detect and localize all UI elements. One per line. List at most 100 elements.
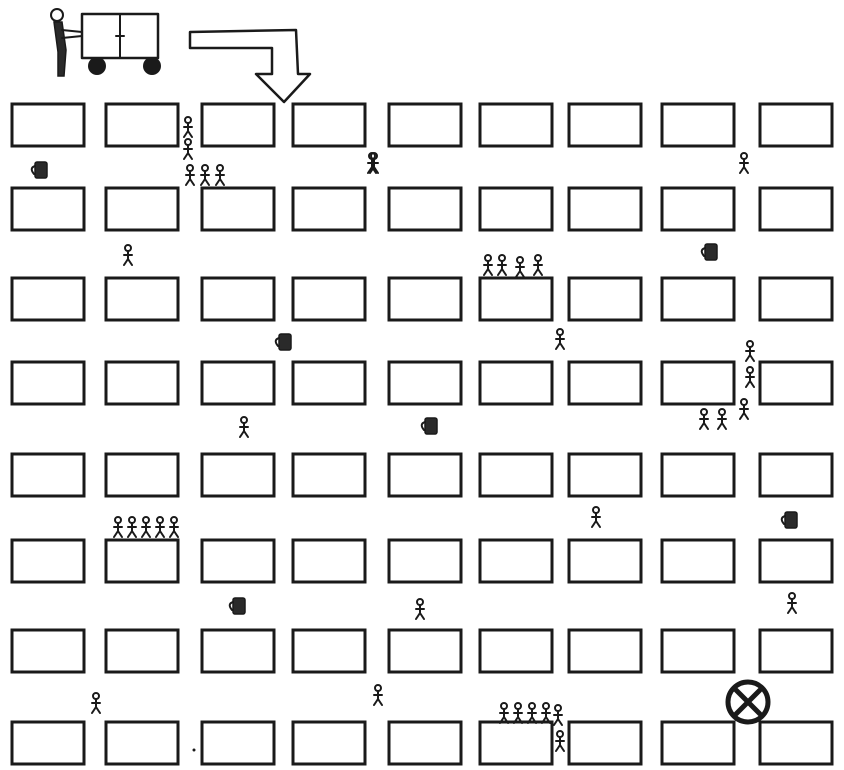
shelf-box [480,630,552,672]
shelf-box [202,630,274,672]
shelf-box [293,454,365,496]
shelf-box [12,362,84,404]
shelf-box [662,104,734,146]
shelf-box [12,630,84,672]
shelf-box [569,104,641,146]
shelf-box [389,722,461,764]
shelf-box [569,454,641,496]
shelf-box [760,362,832,404]
shelf-box [202,104,274,146]
shelf-box [202,454,274,496]
shelf-box [202,540,274,582]
shelf-box [389,454,461,496]
shelf-box [12,104,84,146]
shelf-box [293,362,365,404]
shelf-box [389,278,461,320]
stick-figure-icon [92,693,100,713]
stick-figure-icon [156,517,164,537]
stick-figure-icon [746,341,754,361]
shelf-box [389,630,461,672]
shelf-box [293,722,365,764]
stick-figure-icon [740,399,748,419]
shelf-box [202,722,274,764]
stick-figure-icon [718,409,726,429]
shelf-box [106,722,178,764]
shelf-box [106,104,178,146]
stick-figure-icon [374,685,382,705]
shelf-box [389,104,461,146]
mug-icon [702,244,717,260]
shelf-box [480,278,552,320]
shelf-box [480,722,552,764]
circled-x-icon [728,682,768,722]
shelf-box [569,630,641,672]
stick-figure-icon [554,705,562,725]
stick-figure-icon [700,409,708,429]
shelf-box [293,278,365,320]
shelf-box [662,722,734,764]
stick-figure-icon [216,165,224,185]
mug-icon [782,512,797,528]
shelf-box [662,188,734,230]
stick-figure-icon [592,507,600,527]
shelf-box [480,188,552,230]
shelf-box [480,362,552,404]
shelf-box [760,188,832,230]
shelf-box [389,188,461,230]
shelf-box [662,540,734,582]
shelf-box [106,362,178,404]
shelf-box [389,540,461,582]
shelf-box [480,454,552,496]
mug-icon [230,598,245,614]
stick-figure-icon [746,367,754,387]
stick-figure-icon [516,257,524,277]
shelf-box [202,278,274,320]
stick-figure-icon [498,255,506,275]
shelf-box [662,630,734,672]
shelf-box [293,540,365,582]
stick-figure-icon [484,255,492,275]
mug-icon [422,418,437,434]
shelf-box [760,104,832,146]
shelf-box [760,454,832,496]
stick-figure-icon [124,245,132,265]
stick-figure-icon [740,153,748,173]
stick-figure-icon [142,517,150,537]
stick-figure-icon [542,703,550,723]
shelf-box [202,188,274,230]
shelf-box [293,630,365,672]
stick-figure-icon [500,703,508,723]
shelf-box [569,722,641,764]
bent-down-arrow-icon [190,30,310,102]
stick-figure-icon [170,517,178,537]
person-pushing-cart-icon [51,9,161,76]
shelf-box [569,362,641,404]
stick-figure-icon [201,165,209,185]
stick-figure-icon [788,593,796,613]
shelf-box [662,454,734,496]
shelf-box [662,362,734,404]
stick-figure-icon [556,329,564,349]
shelf-box [106,540,178,582]
mug-icon [32,162,47,178]
stick-figure-icon [184,139,192,159]
shelf-box [760,722,832,764]
stick-figure-icon [528,703,536,723]
dot-mark [193,749,196,752]
stick-figure-icon [128,517,136,537]
shelf-box [12,454,84,496]
shelf-box [106,188,178,230]
stick-figure-icon [416,599,424,619]
stick-figure-icon [184,117,192,137]
shelf-box [662,278,734,320]
shelf-box [293,188,365,230]
stick-figure-icon [186,165,194,185]
shelf-box [12,188,84,230]
shelf-box [760,278,832,320]
mug-icon [276,334,291,350]
shelf-box [293,104,365,146]
shelf-box [480,540,552,582]
shelf-box [106,278,178,320]
shelf-box [12,540,84,582]
